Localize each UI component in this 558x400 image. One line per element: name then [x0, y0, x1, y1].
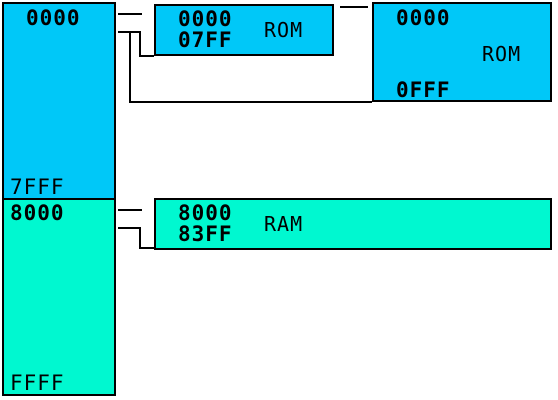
rom-region-block	[2, 2, 116, 200]
rom-end-address: 7FFF	[10, 175, 65, 199]
connector-rom-small-step	[118, 31, 154, 57]
rom-start-address: 0000	[26, 6, 81, 30]
rom-large-label: ROM	[482, 42, 522, 66]
ram-box-label: RAM	[264, 212, 304, 236]
ram-region-block	[2, 198, 116, 396]
rom-large-box	[372, 2, 552, 102]
rom-large-start: 0000	[396, 6, 451, 30]
ram-box	[154, 198, 552, 250]
ram-box-end: 83FF	[178, 222, 233, 246]
ram-end-address: FFFF	[10, 371, 65, 395]
rom-small-box	[154, 4, 334, 56]
connector-ram-step	[118, 227, 154, 249]
ram-box-start: 8000	[178, 201, 233, 225]
connector-rom-large	[118, 31, 372, 103]
rom-small-label: ROM	[264, 18, 304, 42]
rom-large-end: 0FFF	[396, 78, 451, 102]
rom-small-end: 07FF	[178, 28, 233, 52]
ram-start-address: 8000	[10, 201, 65, 225]
rom-small-start: 0000	[178, 7, 233, 31]
